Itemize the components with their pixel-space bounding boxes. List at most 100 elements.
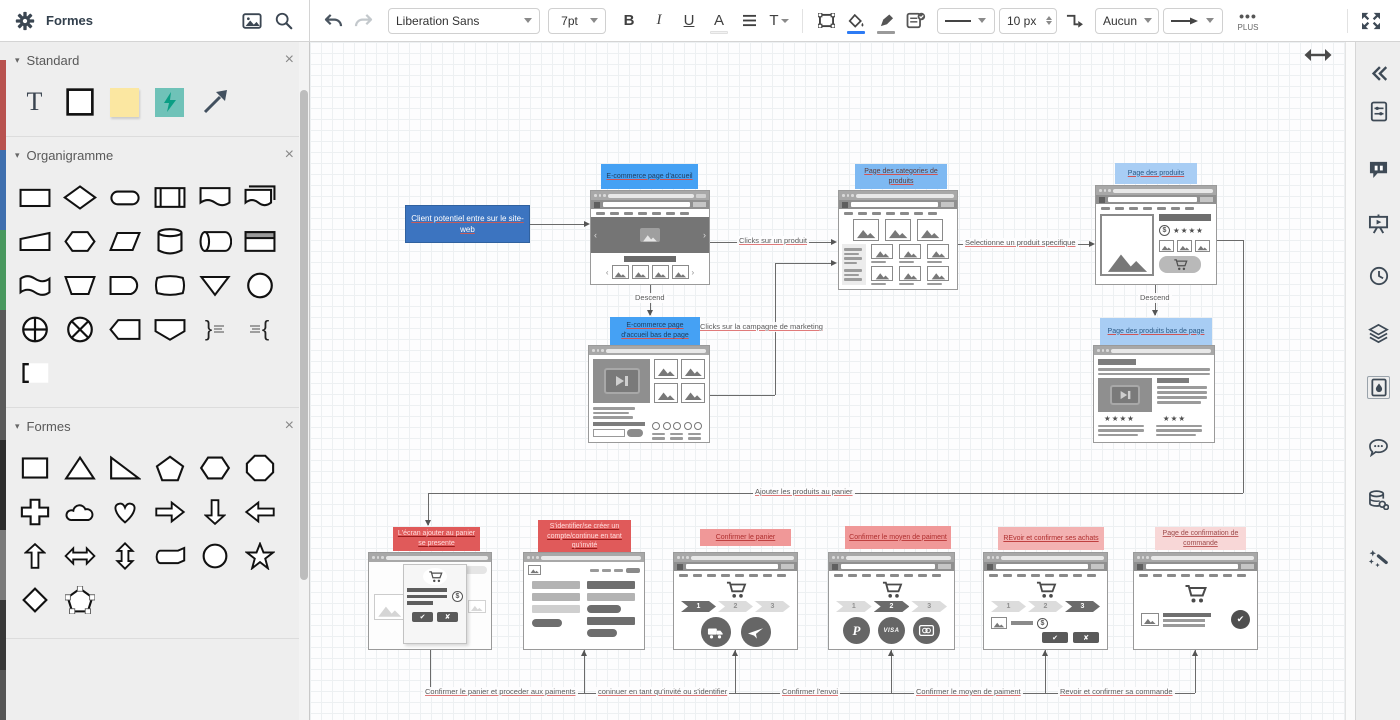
- shape-cylinder-horizontal[interactable]: [147, 534, 192, 578]
- shape-parallelogram[interactable]: [102, 219, 147, 263]
- document-properties-icon[interactable]: [1367, 100, 1390, 123]
- wireframe-confirmation[interactable]: ✔: [1133, 552, 1258, 650]
- shape-arrow-left-right[interactable]: [57, 534, 102, 578]
- shape-hexagon-2[interactable]: [192, 446, 237, 490]
- shape-or-junction[interactable]: [12, 307, 57, 351]
- edge-label[interactable]: Selectionne un produit specifique: [963, 238, 1078, 248]
- shape-arrow-up-down[interactable]: [102, 534, 147, 578]
- shape-direct-access-storage[interactable]: [192, 219, 237, 263]
- shape-multi-document[interactable]: [237, 175, 282, 219]
- edit-style-button[interactable]: [903, 6, 929, 36]
- shape-arrow-left[interactable]: [237, 490, 282, 534]
- style-theme-icon[interactable]: [1367, 376, 1390, 399]
- shape-arrow[interactable]: [192, 80, 237, 124]
- shape-heart[interactable]: [102, 490, 147, 534]
- underline-button[interactable]: U: [683, 12, 695, 29]
- edge-label[interactable]: Confirmer le moyen de paiment: [914, 687, 1023, 697]
- node-label-review[interactable]: REvoir et confirmer ses achats: [998, 527, 1104, 550]
- italic-button[interactable]: I: [656, 12, 662, 28]
- wireframe-homepage[interactable]: ‹ › ‹ ›: [590, 190, 710, 285]
- section-standard[interactable]: ▾ Standard ×: [0, 42, 309, 78]
- shape-diamond-2[interactable]: [12, 578, 57, 622]
- align-button[interactable]: [736, 6, 762, 36]
- edge-label[interactable]: Clicks sur la campagne de marketing: [698, 322, 825, 332]
- shape-circle[interactable]: [192, 534, 237, 578]
- fill-color-button[interactable]: [843, 6, 869, 36]
- shape-rectangle[interactable]: [57, 80, 102, 124]
- wireframe-product-footer[interactable]: ★★★★ ★★★: [1093, 345, 1215, 443]
- comments-quote-icon[interactable]: [1367, 158, 1390, 181]
- more-button[interactable]: ••• PLUS: [1235, 6, 1261, 36]
- shape-cloud[interactable]: [57, 490, 102, 534]
- font-size-select[interactable]: 7pt: [548, 7, 606, 34]
- shape-offpage-connector[interactable]: [147, 307, 192, 351]
- canvas-scrollbar[interactable]: [1345, 42, 1355, 720]
- section-organigramme[interactable]: ▾ Organigramme ×: [0, 137, 309, 173]
- shape-manual-input[interactable]: [12, 219, 57, 263]
- shape-database-cylinder[interactable]: [147, 219, 192, 263]
- magic-wand-icon[interactable]: [1367, 548, 1390, 571]
- waypoints-select[interactable]: Aucun: [1095, 7, 1159, 34]
- edge-label[interactable]: Descend: [633, 293, 667, 303]
- edge-label[interactable]: Revoir et confirmer sa commande: [1058, 687, 1175, 697]
- shape-brace-left[interactable]: {: [249, 316, 270, 341]
- font-family-select[interactable]: Liberation Sans: [388, 7, 540, 34]
- shape-note[interactable]: [102, 80, 147, 124]
- stepper-arrows[interactable]: [1046, 16, 1052, 25]
- line-color-button[interactable]: [873, 6, 899, 36]
- node-label-cart-screen[interactable]: L'écran ajouter au panier se presente: [393, 527, 480, 551]
- section-formes[interactable]: ▾ Formes ×: [0, 408, 309, 444]
- wireframe-confirm-cart[interactable]: 1 2 3: [673, 552, 798, 650]
- collapse-panel-icon[interactable]: [1367, 62, 1390, 85]
- shape-tape[interactable]: [12, 263, 57, 307]
- shape-internal-storage[interactable]: [237, 219, 282, 263]
- line-width-stepper[interactable]: 10 px: [999, 7, 1057, 34]
- node-label-confirm-cart[interactable]: Confirmer le panier: [700, 529, 791, 546]
- data-link-icon[interactable]: [1367, 488, 1390, 511]
- shape-square[interactable]: [12, 446, 57, 490]
- connector-style-button[interactable]: [1061, 6, 1087, 36]
- shape-terminator[interactable]: [102, 175, 147, 219]
- node-label-homepage[interactable]: E-commerce page d'accueil: [601, 164, 698, 189]
- undo-button[interactable]: [320, 6, 346, 36]
- shape-predefined-process[interactable]: [147, 175, 192, 219]
- node-label-confirmation[interactable]: Page de confirmation de commande: [1155, 527, 1246, 550]
- edge-label[interactable]: Ajouter les produits au panier: [753, 487, 855, 497]
- edge-label[interactable]: Confirmer le panier et proceder aux paim…: [423, 687, 578, 697]
- node-label-products[interactable]: Page des produits: [1115, 163, 1197, 184]
- shape-right-triangle[interactable]: [102, 446, 147, 490]
- shape-document[interactable]: [192, 175, 237, 219]
- wireframe-payment[interactable]: 1 2 3 P VISA: [828, 552, 955, 650]
- presentation-icon[interactable]: [1367, 212, 1390, 235]
- shape-loop-limit[interactable]: [147, 263, 192, 307]
- diagram-canvas[interactable]: Clicks sur un produit Descend Clicks sur…: [310, 42, 1345, 720]
- wireframe-product-page[interactable]: $ ★★★★: [1095, 185, 1217, 285]
- image-icon[interactable]: [241, 10, 263, 32]
- shape-arrow-right[interactable]: [147, 490, 192, 534]
- resize-panel-icon[interactable]: [1304, 46, 1332, 69]
- wireframe-homepage-footer[interactable]: [588, 345, 710, 443]
- shape-triangle[interactable]: [57, 446, 102, 490]
- layers-icon[interactable]: [1367, 322, 1390, 345]
- search-icon[interactable]: [273, 10, 295, 32]
- shape-delay[interactable]: [102, 263, 147, 307]
- edge-label[interactable]: Descend: [1138, 293, 1172, 303]
- sidebar-scrollbar[interactable]: [299, 42, 309, 720]
- shape-outline-button[interactable]: [813, 6, 839, 36]
- chat-icon[interactable]: [1367, 436, 1390, 459]
- bold-button[interactable]: B: [623, 12, 635, 29]
- edge-label[interactable]: coninuer en tant qu'invité ou s'identifi…: [596, 687, 730, 697]
- wireframe-cart-modal[interactable]: $ ✔ ✘: [368, 552, 492, 650]
- shape-text-bracket[interactable]: [12, 351, 57, 395]
- shape-octagon[interactable]: [237, 446, 282, 490]
- history-clock-icon[interactable]: [1367, 264, 1390, 287]
- node-label-payment[interactable]: Confirmer le moyen de paiment: [845, 526, 951, 549]
- shape-editable-polygon[interactable]: [57, 578, 102, 622]
- shape-text[interactable]: T: [26, 87, 43, 116]
- edge-label[interactable]: Confirmer l'envoi: [780, 687, 841, 697]
- shapes-gear-icon[interactable]: [14, 10, 36, 32]
- node-label-signin[interactable]: S'identifier/se créer un compte/continue…: [538, 520, 631, 553]
- font-color-button[interactable]: A: [706, 6, 732, 36]
- node-label-categories[interactable]: Page des categories de produits: [855, 164, 947, 189]
- line-style-select[interactable]: [937, 7, 995, 34]
